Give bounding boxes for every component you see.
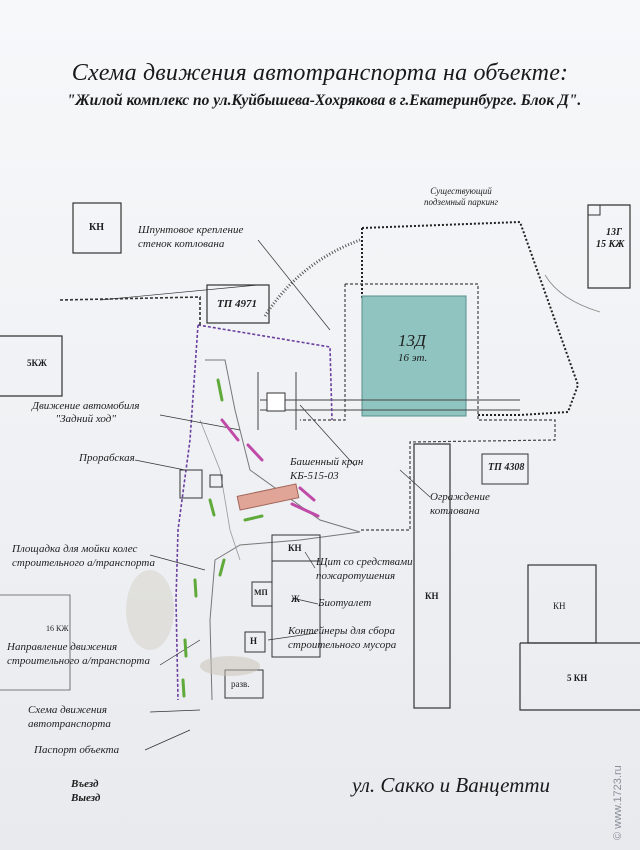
building-n (244, 631, 266, 653)
label-13d-floors: 16 эт. (398, 352, 428, 364)
building-5kzh (0, 335, 63, 397)
street-name: ул. Сакко и Ванцетти (352, 773, 551, 797)
site-fence (175, 324, 333, 701)
label-wash: Площадка для мойки колес строительного а… (12, 543, 155, 569)
label-prorab: Прорабская (79, 452, 135, 464)
label-fire-shield: Щит со средствами пожаротушения (316, 556, 413, 582)
label-n: Н (250, 636, 258, 646)
label-scheme: Схема движения автотранспорта (28, 704, 111, 730)
building-zh (271, 560, 321, 658)
label-5kzh: 5КЖ (27, 358, 47, 368)
label-direction: Направление движения строительного а/тра… (7, 641, 150, 667)
label-5kn: 5 КН (567, 673, 588, 683)
label-16kzh: 16 КЖ (46, 624, 69, 633)
crane-boom (236, 483, 300, 511)
page-title: Схема движения автотранспорта на объекте… (71, 60, 569, 86)
label-reverse: Движение автомобиля "Задний ход" (32, 400, 140, 425)
label-tp4308: ТП 4308 (488, 462, 525, 473)
label-crane: Башенный кран КБ-515-03 (290, 456, 364, 482)
label-13d: 13Д (398, 331, 426, 350)
label-mp: МП (254, 588, 268, 597)
label-parking: Существующий подземный паркинг (424, 186, 498, 207)
label-zh: Ж (291, 594, 300, 604)
label-13g: 13Г (606, 227, 623, 238)
building-13d (361, 295, 467, 417)
watermark: © www.1723.ru (612, 765, 624, 840)
label-tp4971: ТП 4971 (217, 298, 258, 310)
building-tp4308 (481, 453, 529, 485)
building-13g (587, 204, 631, 289)
label-razv: разв. (231, 679, 250, 689)
label-kn-right: КН (553, 601, 566, 611)
building-kn-long (413, 443, 451, 709)
label-fence: Ограждение котлована (430, 491, 490, 517)
label-entry: Въезд (71, 778, 99, 790)
label-sheet-piling: Шпунтовое крепление стенок котлована (138, 224, 244, 250)
label-toilet: Биотуалет (318, 597, 372, 609)
label-containers: Контейнеры для сбора строительного мусор… (288, 625, 397, 651)
tower-crane (266, 392, 286, 412)
label-passport: Паспорт объекта (34, 744, 120, 756)
parking-outline (361, 220, 580, 416)
excavation-fence (345, 283, 556, 531)
label-kn-long: КН (425, 591, 439, 601)
page-subtitle: "Жилой комплекс по ул.Куйбышева-Хохряков… (66, 92, 582, 109)
building-kn-top-left (72, 202, 122, 254)
label-kn-top-left: КН (89, 222, 105, 233)
building-prorab (179, 469, 203, 499)
sheet-piling (263, 238, 361, 317)
label-13g-floors: 15 КЖ (596, 239, 625, 250)
building-tp4971 (206, 284, 270, 324)
label-exit: Выезд (71, 792, 101, 804)
label-kn-mid: КН (288, 543, 302, 553)
building-5kn (519, 642, 640, 711)
